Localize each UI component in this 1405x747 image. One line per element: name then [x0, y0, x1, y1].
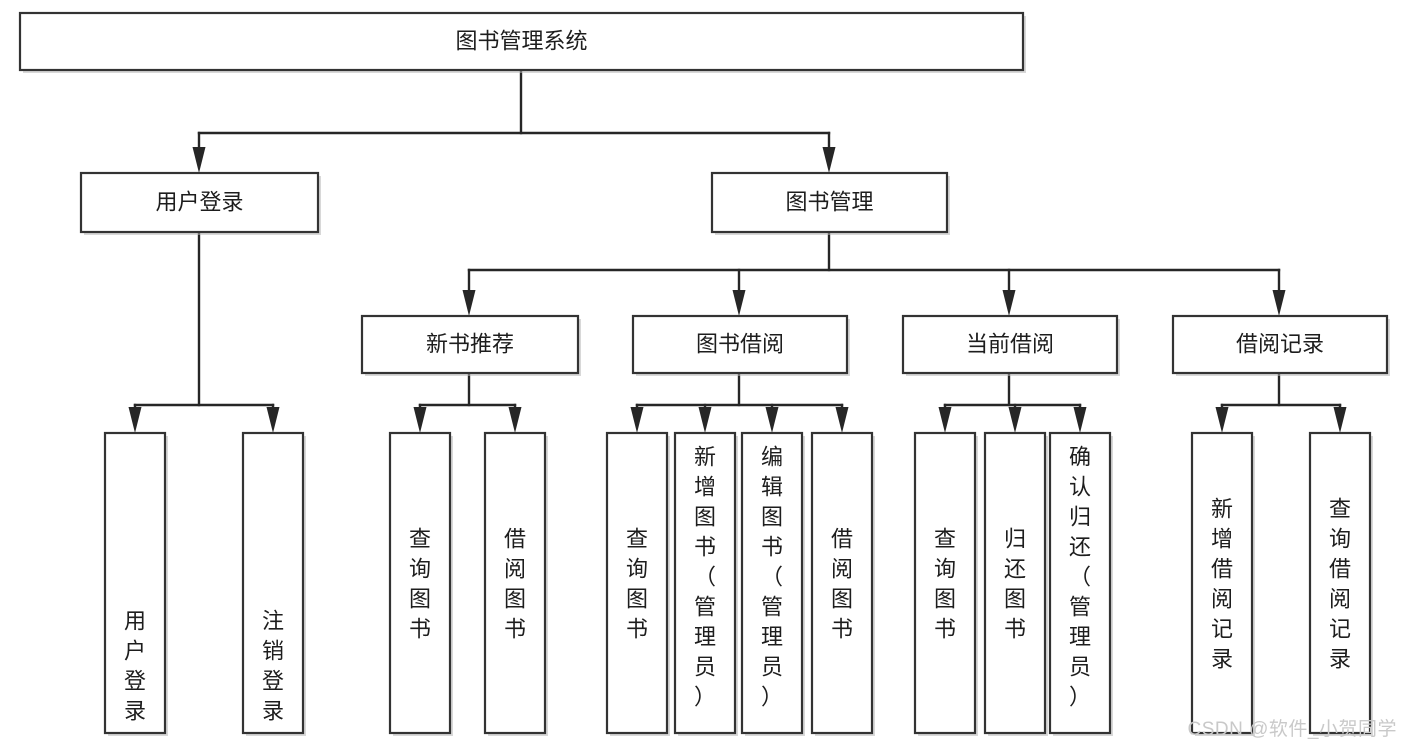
node-level2[interactable]: 图书管理 — [710, 171, 950, 235]
arrow-head-icon — [413, 407, 427, 433]
arrow-head-icon — [1073, 407, 1087, 433]
node-label: 查询借阅记录 — [1329, 496, 1351, 671]
node-leaf[interactable]: 查询图书 — [388, 431, 453, 736]
arrow-head-icon — [1008, 407, 1022, 433]
node-label: 新增借阅记录 — [1211, 496, 1233, 671]
node-leaf[interactable]: 注销登录 — [241, 431, 306, 736]
node-level3[interactable]: 图书借阅 — [631, 314, 850, 376]
node-box[interactable] — [901, 314, 1119, 375]
node-box[interactable] — [740, 431, 804, 735]
arrow-head-icon — [128, 407, 142, 433]
node-box[interactable] — [360, 314, 580, 375]
node-level3[interactable]: 当前借阅 — [901, 314, 1120, 376]
node-label: 归还图书 — [1004, 526, 1026, 641]
node-label: 借阅图书 — [504, 526, 526, 641]
node-box[interactable] — [810, 431, 874, 735]
node-label: 图书管理 — [785, 189, 873, 214]
arrow-head-icon — [1272, 290, 1286, 316]
arrow-head-icon — [630, 407, 644, 433]
node-box[interactable] — [483, 431, 547, 735]
arrow-head-icon — [1215, 407, 1229, 433]
node-leaf[interactable]: 新增图书（管理员） — [673, 431, 738, 736]
node-leaf[interactable]: 查询图书 — [913, 431, 978, 736]
node-box[interactable] — [241, 431, 305, 735]
node-label: 借阅记录 — [1236, 331, 1324, 356]
node-label: 编辑图书（管理员） — [761, 444, 783, 709]
connector-group — [128, 230, 280, 433]
node-label: 用户登录 — [155, 189, 243, 214]
node-label: 查询图书 — [934, 526, 956, 641]
arrow-head-icon — [1333, 407, 1347, 433]
arrow-head-icon — [508, 407, 522, 433]
node-box[interactable] — [710, 171, 949, 234]
connector-group — [938, 371, 1087, 433]
node-box[interactable] — [1171, 314, 1389, 375]
arrow-head-icon — [698, 407, 712, 433]
node-box[interactable] — [388, 431, 452, 735]
arrow-head-icon — [732, 290, 746, 316]
node-box[interactable] — [673, 431, 737, 735]
node-leaf[interactable]: 借阅图书 — [483, 431, 548, 736]
arrow-head-icon — [765, 407, 779, 433]
arrow-head-icon — [938, 407, 952, 433]
node-label: 借阅图书 — [831, 526, 853, 641]
node-box[interactable] — [18, 11, 1025, 72]
node-leaf[interactable]: 编辑图书（管理员） — [740, 431, 805, 736]
node-label: 当前借阅 — [966, 331, 1054, 356]
node-label: 查询图书 — [626, 526, 648, 641]
node-box[interactable] — [631, 314, 849, 375]
node-leaf[interactable]: 确认归还（管理员） — [1048, 431, 1113, 736]
connector-group — [462, 230, 1286, 316]
node-label: 图书借阅 — [696, 331, 784, 356]
arrow-head-icon — [266, 407, 280, 433]
connectors-layer — [128, 68, 1347, 433]
node-box[interactable] — [1048, 431, 1112, 735]
node-root-system[interactable]: 图书管理系统 — [18, 11, 1026, 73]
node-leaf[interactable]: 查询图书 — [605, 431, 670, 736]
arrow-head-icon — [822, 147, 836, 173]
connector-group — [1215, 371, 1347, 433]
csdn-watermark: CSDN @软件_小贺同学 — [1187, 719, 1397, 740]
node-label: 注销登录 — [262, 608, 284, 723]
node-label: 新增图书（管理员） — [694, 444, 716, 709]
node-box[interactable] — [1308, 431, 1372, 735]
node-leaf[interactable]: 查询借阅记录 — [1308, 431, 1373, 736]
node-leaf[interactable]: 借阅图书 — [810, 431, 875, 736]
nodes-layer: 图书管理系统用户登录图书管理新书推荐图书借阅当前借阅借阅记录用户登录注销登录查询… — [18, 11, 1390, 736]
arrow-head-icon — [192, 147, 206, 173]
node-leaf[interactable]: 新增借阅记录 — [1190, 431, 1255, 736]
node-label: 图书管理系统 — [455, 28, 587, 53]
node-box[interactable] — [103, 431, 167, 735]
node-box[interactable] — [983, 431, 1047, 735]
node-box[interactable] — [605, 431, 669, 735]
node-level3[interactable]: 借阅记录 — [1171, 314, 1390, 376]
node-box[interactable] — [1190, 431, 1254, 735]
connector-group — [413, 371, 522, 433]
node-leaf[interactable]: 归还图书 — [983, 431, 1048, 736]
node-label: 查询图书 — [409, 526, 431, 641]
arrow-head-icon — [1002, 290, 1016, 316]
node-leaf[interactable]: 用户登录 — [103, 431, 168, 736]
connector-group — [630, 371, 849, 433]
node-level3[interactable]: 新书推荐 — [360, 314, 581, 376]
node-level2[interactable]: 用户登录 — [79, 171, 321, 235]
node-box[interactable] — [79, 171, 320, 234]
node-label: 新书推荐 — [426, 331, 514, 356]
arrow-head-icon — [835, 407, 849, 433]
arrow-head-icon — [462, 290, 476, 316]
node-label: 确认归还（管理员） — [1069, 444, 1091, 709]
node-label: 用户登录 — [124, 608, 146, 723]
node-box[interactable] — [913, 431, 977, 735]
connector-group — [192, 68, 836, 173]
